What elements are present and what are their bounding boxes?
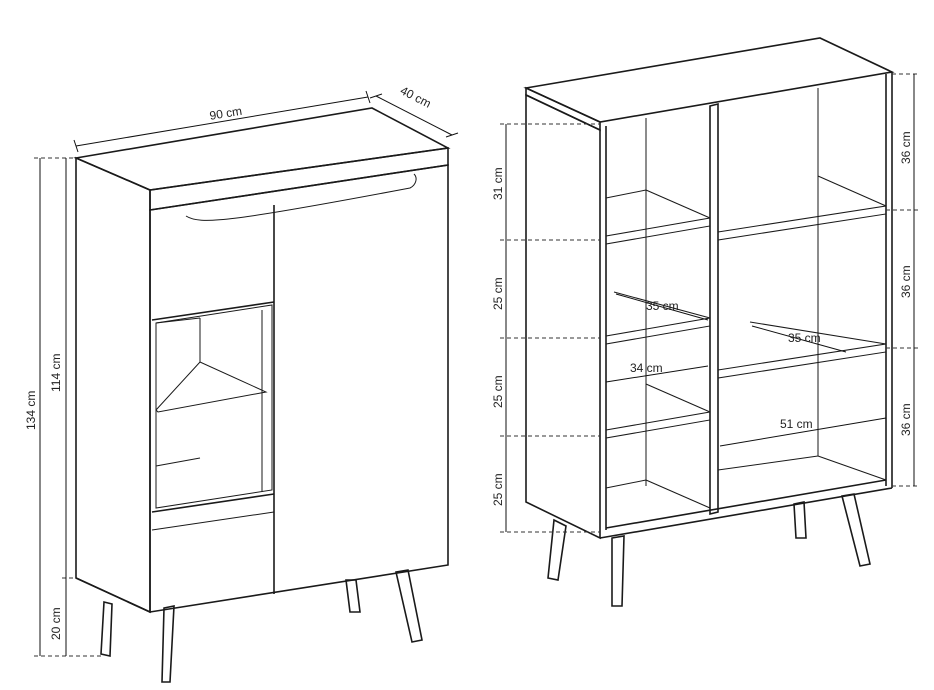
- right-height-1: 36 cm: [899, 131, 913, 164]
- window-inner-bottom: [155, 457, 201, 467]
- right-bottom-depth: [817, 455, 887, 481]
- leg-front-left: [100, 600, 113, 657]
- left-shelf-2: [605, 317, 711, 345]
- depth-tick-top: [369, 93, 383, 99]
- left-shelf-3-depth: [645, 383, 711, 413]
- left-shelf-4-back: [645, 479, 711, 509]
- cabinet-side: [75, 156, 151, 614]
- depth-dimension-line: [375, 95, 453, 136]
- body-height-label: 114 cm: [49, 354, 63, 392]
- shelf-leg-back: [793, 501, 807, 539]
- left-height-3: 25 cm: [491, 375, 505, 408]
- shelf-depth-left-line: [615, 293, 709, 321]
- shelf-leg-right: [841, 493, 871, 567]
- shelf-depth-right-label: 35 cm: [788, 331, 821, 345]
- cabinet-top-front: [149, 147, 449, 211]
- width-tick-left: [73, 139, 79, 153]
- right-shelf-2: [717, 343, 887, 379]
- left-shelf-3: [605, 411, 711, 439]
- shelf-depth-right-line: [751, 325, 847, 353]
- shelf-leg-left: [547, 518, 567, 581]
- right-height-2: 36 cm: [899, 265, 913, 298]
- base-edge: [75, 577, 151, 613]
- left-shelf-1-depth: [645, 189, 711, 219]
- width-label: 90 cm: [209, 104, 243, 123]
- open-shelf-view: 31 cm 25 cm 25 cm 25 cm 36 cm 36 cm 36 c…: [491, 37, 920, 607]
- right-shelf-1-depth: [817, 175, 887, 207]
- leg-back-right: [345, 579, 361, 613]
- leg-height-label: 20 cm: [49, 607, 63, 640]
- compartment-width-right-label: 51 cm: [780, 417, 813, 431]
- window-shelf: [155, 361, 268, 413]
- left-shelf-2-depth: [613, 291, 711, 319]
- closed-cabinet-view: 90 cm 40 cm 134 cm 114 cm 20 cm: [24, 83, 459, 683]
- width-tick-right: [365, 90, 371, 104]
- top-handle-groove: [185, 173, 417, 221]
- upper-drawer-bottom: [151, 301, 275, 321]
- left-shelf-1-back: [605, 189, 647, 199]
- left-height-4: 25 cm: [491, 473, 505, 506]
- shelf-top: [523, 37, 895, 123]
- shelf-bottom-inner: [605, 479, 887, 529]
- left-shelf-4-depth: [605, 479, 647, 489]
- total-height-label: 134 cm: [24, 391, 38, 430]
- cabinet-top: [73, 107, 451, 191]
- leg-front-mid: [161, 605, 175, 683]
- compartment-width-left-line: [605, 365, 709, 383]
- shelf-leg-front: [611, 535, 625, 607]
- depth-tick-bottom: [445, 132, 459, 138]
- cabinet-front: [149, 164, 449, 613]
- left-shelf-1: [605, 217, 711, 245]
- lower-drawer-bottom: [151, 511, 275, 531]
- right-shelf-2-depth: [749, 321, 887, 345]
- shelf-depth-left-label: 35 cm: [646, 299, 679, 313]
- lower-drawer-top: [151, 493, 275, 513]
- right-shelf-1: [717, 205, 887, 241]
- right-bottom-back: [717, 455, 819, 471]
- compartment-width-left-label: 34 cm: [630, 361, 663, 375]
- shelf-left-side: [525, 93, 601, 540]
- depth-label: 40 cm: [398, 83, 433, 110]
- left-height-1: 31 cm: [491, 167, 505, 200]
- glass-window: [155, 304, 273, 509]
- leg-front-right: [395, 569, 423, 643]
- left-height-2: 25 cm: [491, 277, 505, 310]
- middle-divider: [709, 102, 719, 516]
- compartment-width-right-line: [719, 417, 887, 447]
- right-height-3: 36 cm: [899, 403, 913, 436]
- width-dimension-line: [75, 96, 369, 147]
- window-inner-left: [155, 317, 201, 324]
